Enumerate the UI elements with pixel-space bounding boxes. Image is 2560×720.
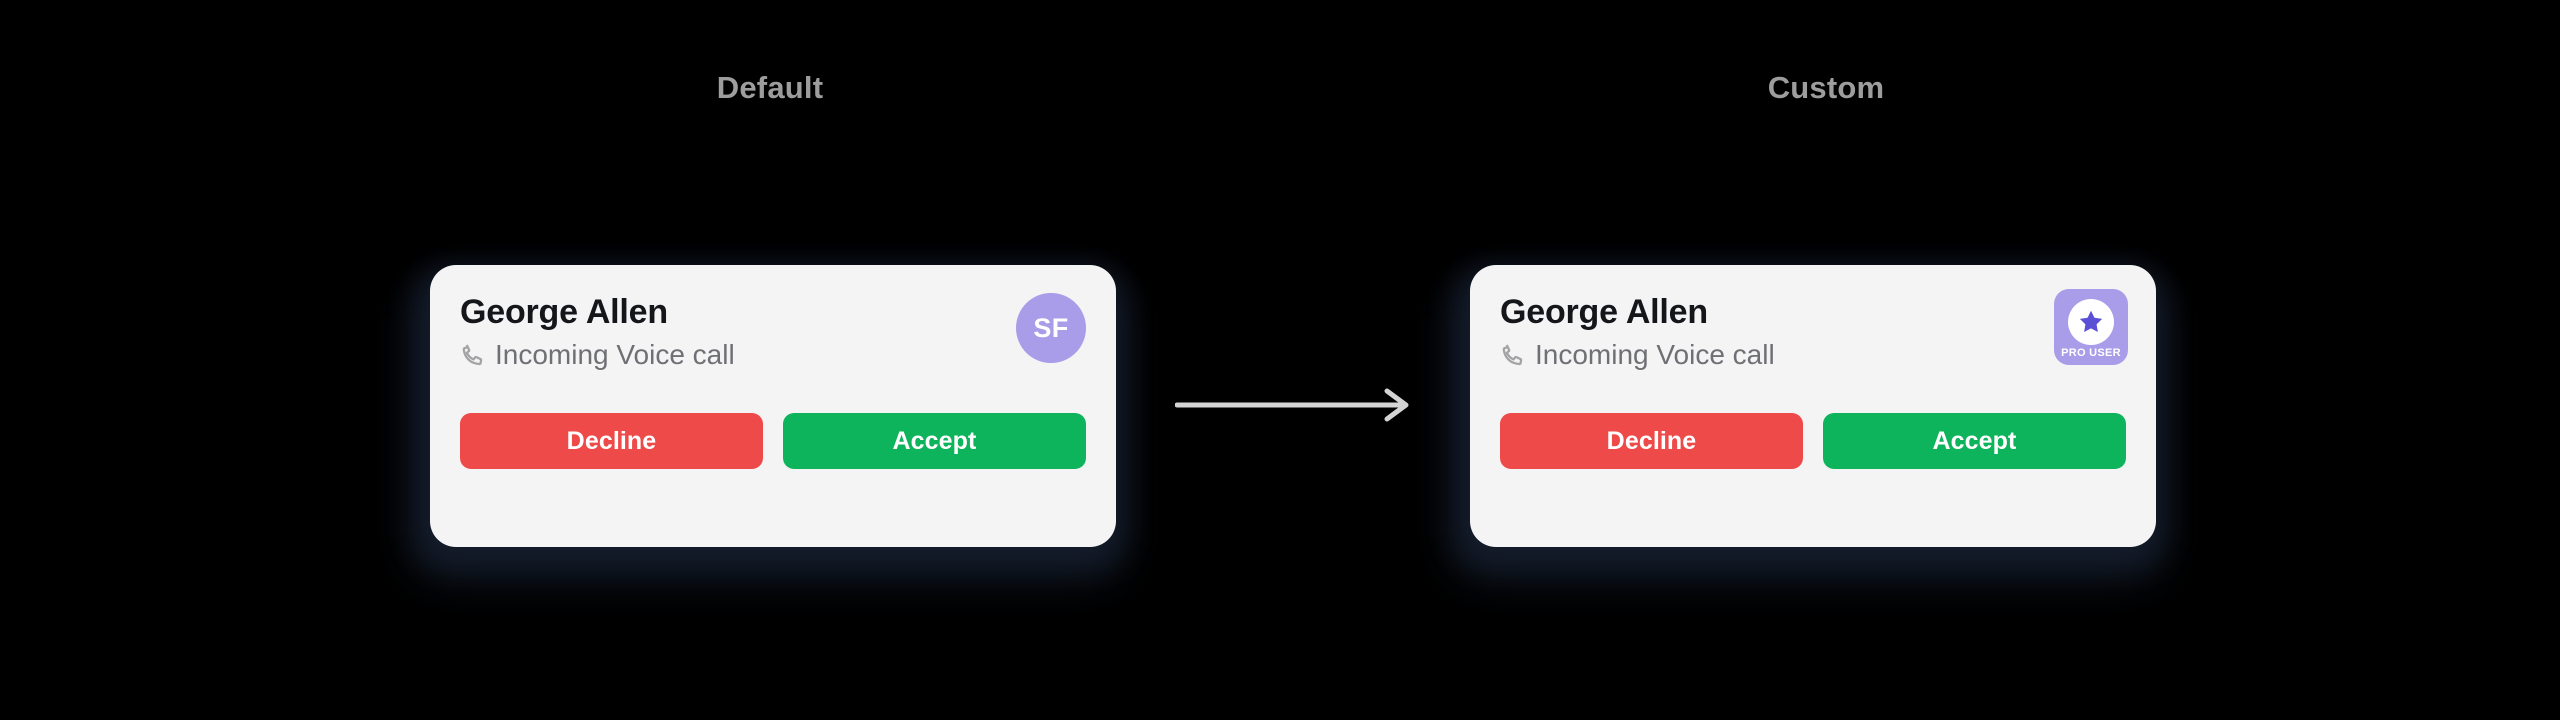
caller-name: George Allen <box>460 293 668 331</box>
accept-button[interactable]: Accept <box>783 413 1086 469</box>
call-status-text: Incoming Voice call <box>1535 339 1775 371</box>
call-status-row: Incoming Voice call <box>460 341 1086 369</box>
custom-call-card: George Allen Incoming Voice call <box>1470 265 2156 547</box>
call-actions: Decline Accept <box>1500 413 2126 469</box>
accept-button[interactable]: Accept <box>1823 413 2126 469</box>
section-label-default: Default <box>716 70 824 105</box>
decline-button[interactable]: Decline <box>1500 413 1803 469</box>
pro-user-badge[interactable]: PRO USER <box>2054 289 2128 365</box>
section-label-custom: Custom <box>1767 70 1885 105</box>
decline-button[interactable]: Decline <box>460 413 763 469</box>
avatar-initials: SF <box>1033 312 1069 343</box>
phone-icon <box>1500 342 1526 368</box>
call-status-row: Incoming Voice call <box>1500 341 2126 369</box>
pro-badge-disc <box>2068 299 2114 345</box>
call-actions: Decline Accept <box>460 413 1086 469</box>
card-header: George Allen Incoming Voice call <box>1500 289 2128 397</box>
avatar[interactable]: SF <box>1016 293 1086 363</box>
call-status-text: Incoming Voice call <box>495 339 735 371</box>
pro-badge-label: PRO USER <box>2061 347 2121 359</box>
caller-name: George Allen <box>1500 293 1708 331</box>
default-call-card: George Allen Incoming Voice call SF Decl… <box>430 265 1116 547</box>
arrow-right-icon <box>1175 388 1415 422</box>
custom-call-card-container: George Allen Incoming Voice call <box>1450 265 2166 581</box>
card-header: George Allen Incoming Voice call SF <box>460 293 1086 397</box>
phone-icon <box>460 342 486 368</box>
star-icon <box>2077 308 2105 336</box>
default-call-card-container: George Allen Incoming Voice call SF Decl… <box>410 265 1126 581</box>
